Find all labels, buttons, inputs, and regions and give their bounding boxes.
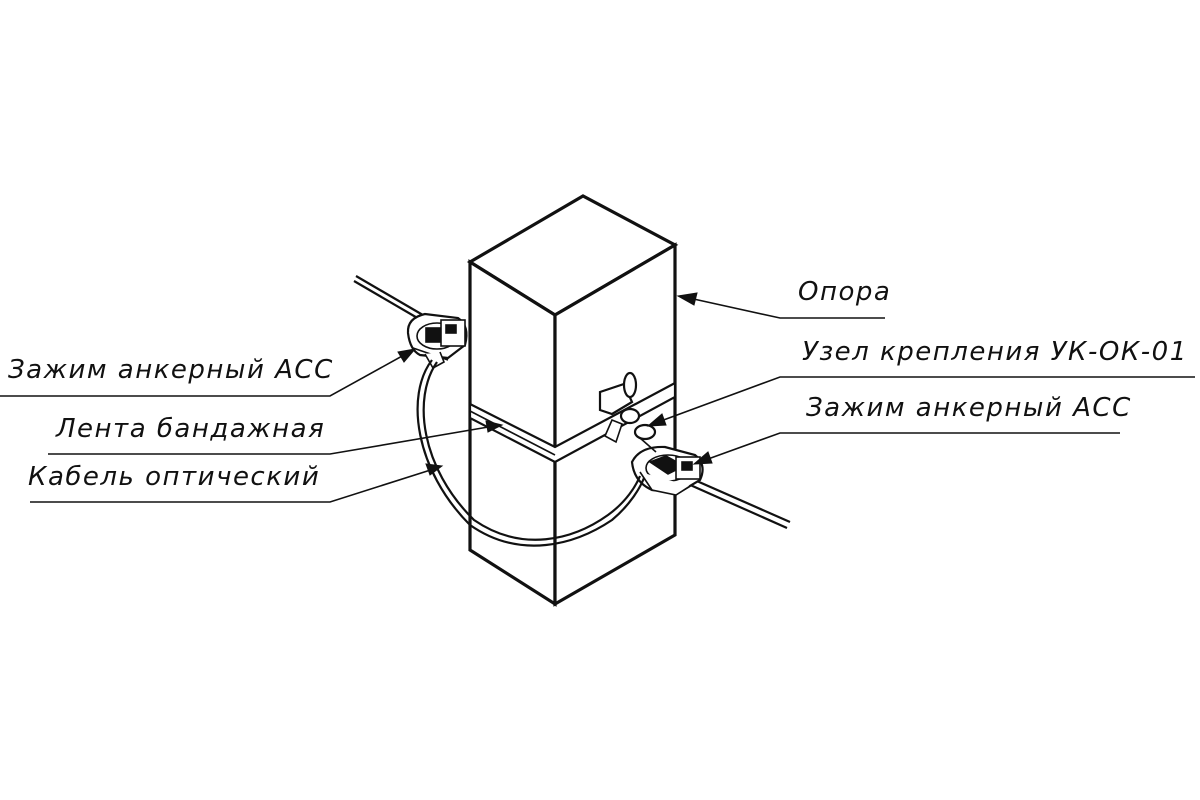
- left-messenger-wire: [353, 275, 429, 324]
- mount-node: [598, 371, 657, 453]
- leader-lines: [0, 292, 1195, 503]
- label-mount-node: Узел крепления УК-ОК-01: [802, 337, 1188, 367]
- optical-cable: [416, 359, 646, 547]
- label-pole: Опора: [798, 277, 891, 307]
- right-messenger-wire: [687, 476, 791, 530]
- anchor-clamp-right: [630, 445, 704, 496]
- label-band-tape: Лента бандажная: [55, 414, 325, 444]
- band-tape: [468, 381, 677, 464]
- label-anchor-clamp-right: Зажим анкерный АСС: [806, 393, 1132, 423]
- label-anchor-clamp-left: Зажим анкерный АСС: [8, 355, 334, 385]
- label-optical-cable: Кабель оптический: [28, 462, 320, 492]
- anchor-clamp-left: [406, 312, 468, 370]
